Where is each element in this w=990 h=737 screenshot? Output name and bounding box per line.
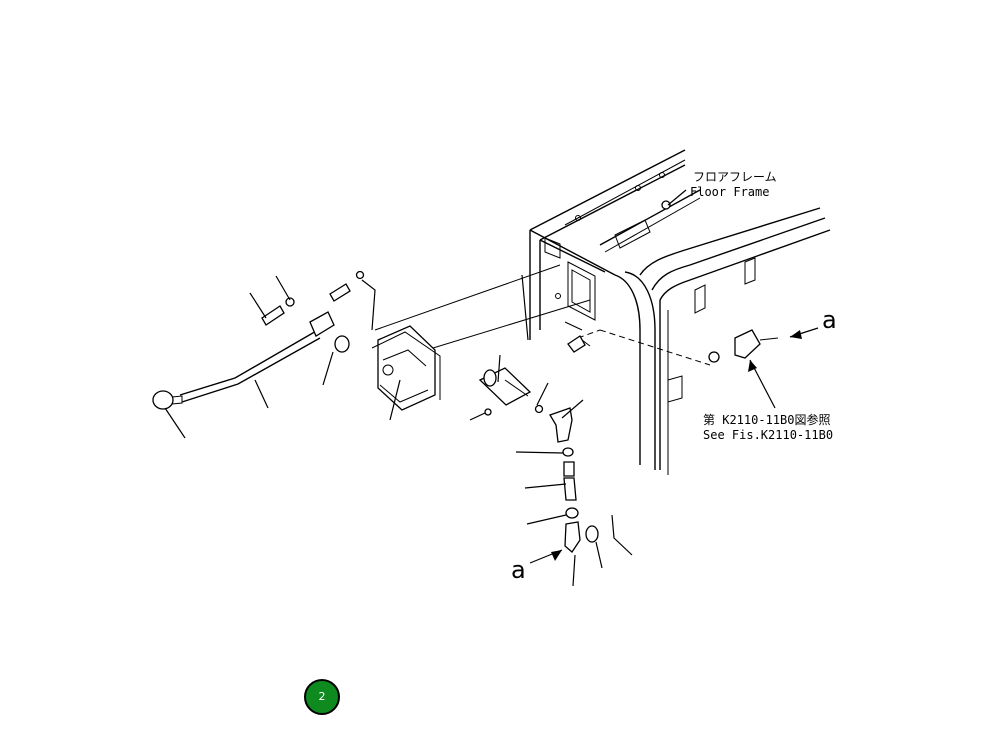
page-number-badge[interactable]: 2 <box>304 679 340 715</box>
arrow-a-bottom <box>529 549 563 564</box>
lever-rod <box>152 311 335 410</box>
bolt-set-left <box>261 270 365 353</box>
dashed-line-2 <box>577 329 601 339</box>
marker-a-top: a <box>822 306 837 334</box>
housing-box <box>371 325 441 411</box>
floor-frame <box>529 149 831 475</box>
arrow-a-top <box>789 327 819 339</box>
arrow-see-fig <box>748 359 776 409</box>
see-fig-label-en: See Fis.K2110-11B0 <box>703 428 834 442</box>
leader-lines <box>164 189 687 587</box>
floor-frame-label-en: Floor Frame <box>690 185 770 199</box>
see-fig-label-jp: 第 K2110-11B0図参照 <box>703 413 831 427</box>
right-bracket <box>564 321 779 363</box>
valve-cylinder <box>478 367 544 416</box>
marker-a-bottom: a <box>511 556 526 584</box>
floor-frame-label-jp: フロアフレーム <box>693 170 777 184</box>
elbow-fitting <box>549 407 599 553</box>
